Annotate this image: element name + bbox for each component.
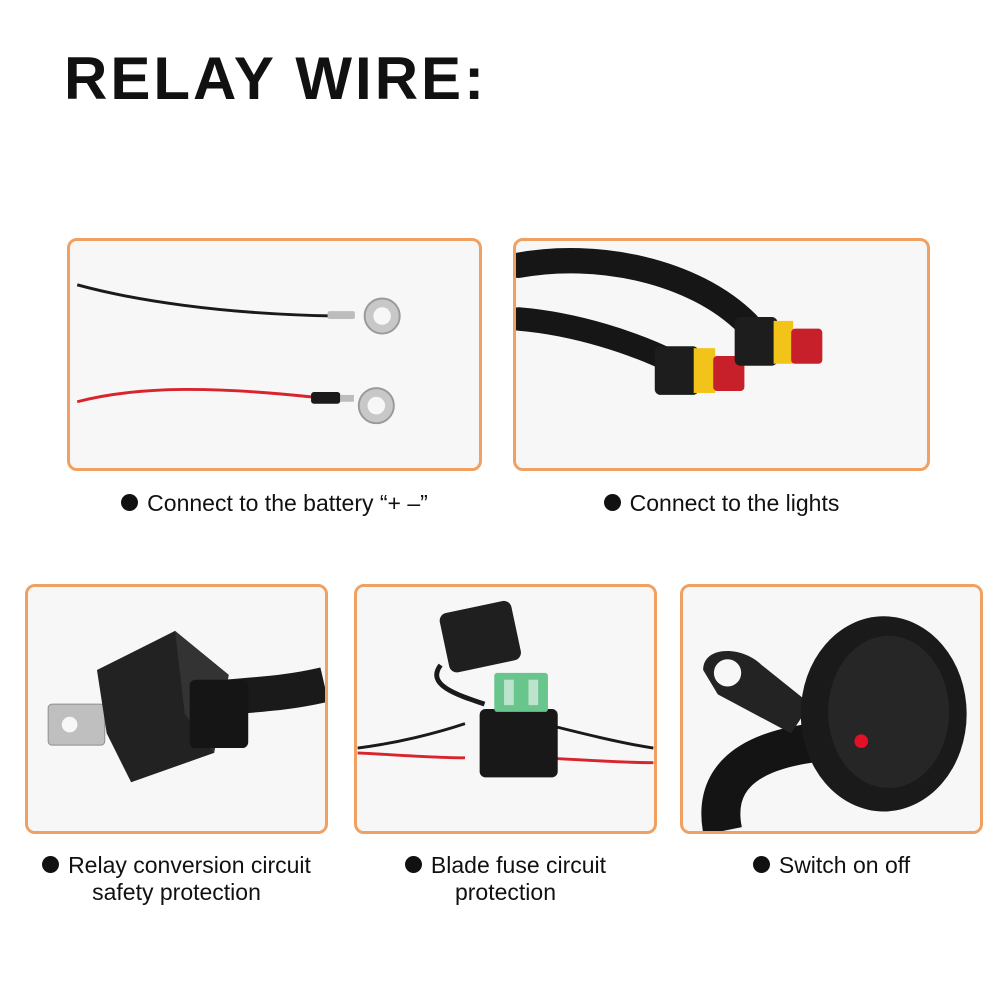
caption-switch: Switch on off [680, 852, 983, 879]
waterproof-connectors-icon [516, 241, 925, 468]
panel-battery [67, 238, 482, 471]
panel-fuse [354, 584, 657, 834]
bullet-icon [752, 856, 770, 874]
panel-relay [25, 584, 328, 834]
blade-fuse-holder-icon [357, 587, 654, 831]
bullet-icon [42, 856, 60, 874]
page-title: RELAY WIRE: [64, 45, 488, 112]
caption-relay: Relay conversion circuit safety protecti… [25, 852, 328, 906]
bullet-icon [404, 856, 422, 874]
relay-module-icon [28, 587, 325, 831]
bullet-icon [121, 494, 139, 512]
panel-switch [680, 584, 983, 834]
battery-terminal-wires-icon [72, 241, 477, 468]
caption-battery: Connect to the battery “+ –” [67, 490, 482, 517]
bullet-icon [603, 494, 621, 512]
rocker-switch-icon [683, 587, 980, 831]
caption-lights: Connect to the lights [513, 490, 930, 517]
caption-fuse: Blade fuse circuit protection [354, 852, 657, 906]
panel-lights [513, 238, 930, 471]
